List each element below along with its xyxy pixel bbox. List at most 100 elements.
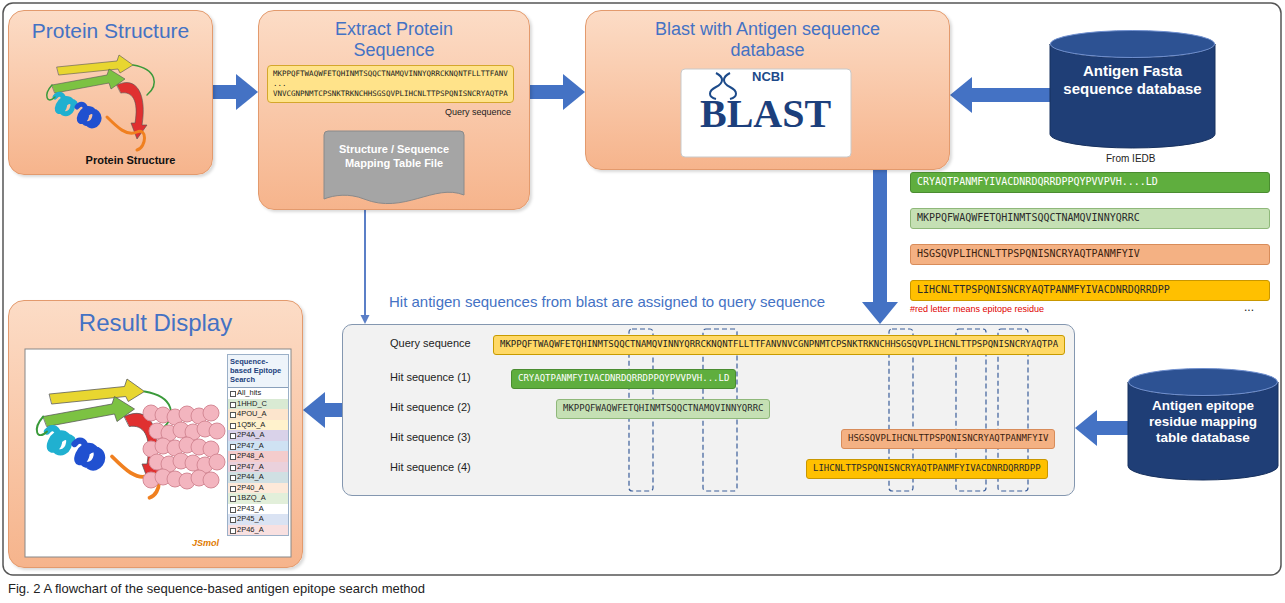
protein-ribbon — [55, 94, 75, 113]
arrow-shaft — [971, 88, 1050, 102]
list-item: 1BZQ_A — [228, 493, 288, 504]
hit-sequence-bar: CRYAQTPANMFYIVACDNRDQRRDPPQYPVVPVH....LD — [910, 172, 1270, 193]
image-caption: Protein Structure — [49, 154, 212, 166]
database-cylinder-top — [1129, 369, 1278, 396]
epitope-sphere — [203, 405, 219, 421]
arrow-shaft — [1096, 421, 1128, 435]
hit-sequence-bar: HSGSQVPLIHCNLTTPSPQNISNCRYAQTPANMFYIV — [841, 429, 1055, 449]
flow-arrow — [950, 77, 1050, 113]
sequence-text: CRYAQTPANMFYIVACDNRDQRRDPPQYPVVPVH....LD — [917, 176, 1263, 189]
box-title: Protein Structure — [13, 19, 208, 43]
document-shape — [324, 131, 464, 204]
arrow-shaft — [364, 207, 366, 316]
figure-caption: Fig. 2 A flowchart of the sequence-based… — [8, 581, 425, 596]
arrow-head — [1075, 410, 1097, 446]
query-sequence-box: MKPPQFTWAQWFETQHINMTSQQCTNAMQVINNYQRRCKN… — [267, 65, 514, 103]
panel-heading: Hit antigen sequences from blast are ass… — [389, 293, 825, 310]
list-item: 2P40_A — [228, 483, 288, 494]
arrow-head — [563, 74, 585, 110]
list-item: 2P46_A — [228, 525, 288, 536]
box-title: Result Display — [26, 309, 286, 337]
list-item: 2P47_A — [228, 462, 288, 473]
protein-ribbon — [107, 117, 145, 150]
protein-ribbon — [47, 428, 72, 452]
flow-arrow — [303, 392, 342, 428]
hit-sequence-bar: LIHCNLTTPSPQNISNCRYAQTPANMFYIVACDNRDQRRD… — [910, 280, 1270, 301]
row-label: Hit sequence (3) — [390, 431, 471, 443]
sequence-text: MKPPQFWAQWFETQHINMTSQQCTNAMQVINNYQRRC — [563, 403, 763, 415]
hit-sequence-bar: MKPPQFWAQWFETQHINMTSQQCTNAMQVINNYQRRC — [556, 399, 770, 419]
protein-ribbon — [43, 397, 134, 427]
process-box: Result DisplaySequence-based Epitope Sea… — [8, 300, 303, 568]
link-arrow — [361, 207, 370, 324]
protein-ribbon — [57, 55, 133, 75]
process-box: Blast with Antigen sequence database — [585, 10, 950, 170]
hit-sequence-bar: MKPPQFWAQWFETQHINMTSQQCTNAMQVINNYQRRC — [910, 208, 1270, 229]
row-label: Hit sequence (4) — [390, 461, 471, 473]
list-item: All_hits — [228, 388, 288, 399]
legend-note: #red letter means epitope residue — [910, 304, 1044, 314]
query-sequence-bar: MKPPQFTWAQWFETQHINMTSQQCTNAMQVINNYQRRCKN… — [493, 335, 1065, 355]
hit-sequence-bar: HSGSQVPLIHCNLTTPSPQNISNCRYAQTPANMFYIV — [910, 244, 1270, 265]
figure-frame — [3, 3, 1281, 575]
arrow-head — [236, 74, 258, 110]
row-label: Hit sequence (1) — [390, 371, 471, 383]
logo-text: NCBI — [752, 69, 784, 84]
sequence-text: VNVCGNPNMTCPSNKTRKNCHHSGSQVPLIHCNLTTPSPQ… — [273, 89, 508, 99]
arrow-head — [950, 77, 972, 113]
flow-arrow — [862, 170, 898, 324]
arrow-shaft — [873, 170, 887, 303]
protein-ribbon — [77, 104, 99, 126]
logo-text: BLAST — [700, 94, 831, 134]
sequence-text: ... — [273, 79, 508, 89]
list-item: 2P48_A — [228, 451, 288, 462]
arrow-shaft — [530, 85, 564, 99]
viewer-screen — [25, 349, 291, 557]
box-title: Blast with Antigen sequence database — [653, 19, 883, 60]
list-item: 4POU_A — [228, 409, 288, 420]
hit-sequence-bar: CRYAQTPANMFYIVACDNRDQRRDPPQYPVVPVH...LD — [511, 369, 736, 389]
mapping-file: Structure / Sequence Mapping Table File — [324, 131, 464, 207]
list-item: 2P45_A — [228, 514, 288, 525]
flow-arrow — [213, 74, 258, 110]
list-heading: Sequence-based Epitope Search — [228, 355, 288, 388]
watermark: JSmol — [192, 538, 219, 548]
list-item: 2P47_A — [228, 441, 288, 452]
box-caption: Query sequence — [445, 107, 511, 117]
sequence-text: MKPPQFWAQWFETQHINMTSQQCTNAMQVINNYQRRC — [917, 212, 1263, 225]
epitope-sphere — [209, 454, 225, 470]
row-label: Query sequence — [390, 337, 471, 349]
illustration — [324, 131, 464, 207]
sequence-text: LIHCNLTTPSPQNISNCRYAQTPANMFYIVACDNRDQRRD… — [917, 284, 1263, 297]
flow-arrow — [530, 74, 585, 110]
sequence-text: LIHCNLTTPSPQNISNCRYAQTPANMFYIVACDNRDQRRD… — [813, 463, 1041, 475]
result-list: Sequence-based Epitope SearchAll_hits1HH… — [227, 354, 289, 536]
arrow-shaft — [213, 85, 237, 99]
list-item: 2P44_A — [228, 472, 288, 483]
database-name: Antigen epitope residue mapping table da… — [1128, 368, 1278, 447]
row-label: Hit sequence (2) — [390, 401, 471, 413]
sequence-text: HSGSQVPLIHCNLTTPSPQNISNCRYAQTPANMFYIV — [917, 248, 1263, 261]
sequence-text: CRYAQTPANMFYIVACDNRDQRRDPPQYPVVPVH...LD — [518, 373, 729, 385]
epitope-sphere — [209, 423, 225, 439]
sequence-text: MKPPQFTWAQWFETQHINMTSQQCTNAMQVINNYQRRCKN… — [500, 339, 1058, 351]
database-name: Antigen Fasta sequence database — [1050, 30, 1215, 98]
database-cylinder-top — [1051, 31, 1215, 58]
protein-ribbon — [50, 379, 145, 404]
protein-ribbon — [47, 65, 154, 100]
arrow-head — [862, 302, 898, 324]
blast-logo — [681, 69, 851, 157]
epitope-sphere — [203, 472, 219, 488]
protein-ribbon — [52, 69, 125, 93]
list-item: 2P4A_A — [228, 430, 288, 441]
list-item: 2P43_A — [228, 504, 288, 515]
database: Antigen Fasta sequence database — [1050, 30, 1215, 148]
flow-arrow — [1075, 410, 1128, 446]
file-name: Structure / Sequence Mapping Table File — [324, 131, 464, 171]
arrow-head — [361, 315, 370, 324]
database: Antigen epitope residue mapping table da… — [1128, 368, 1278, 480]
list-item: 1Q5K_A — [228, 420, 288, 431]
source-note: From IEDB — [1106, 153, 1155, 164]
sequence-text: HSGSQVPLIHCNLTTPSPQNISNCRYAQTPANMFYIV — [848, 433, 1048, 445]
protein-ribbon — [75, 441, 103, 468]
